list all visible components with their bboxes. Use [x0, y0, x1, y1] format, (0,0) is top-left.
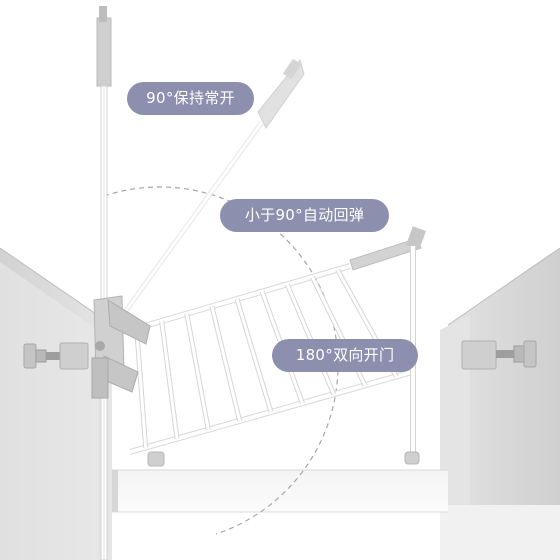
gate-bar-highlight: [210, 305, 242, 422]
label-180-bidirectional: 180°双向开门: [272, 339, 418, 372]
floor: [112, 469, 448, 513]
gate-bar-highlight: [185, 313, 210, 431]
gate-bar-highlight: [160, 320, 179, 439]
label-90-hold-open: 90°保持常开: [127, 82, 254, 115]
gate-intermediate: [109, 58, 305, 332]
pressure-mount-right: [461, 340, 537, 370]
gate-bar-highlight: [235, 298, 273, 413]
wall-left: [0, 247, 113, 560]
gate-bar-highlight: [135, 328, 148, 448]
pressure-mount-left: [23, 342, 89, 370]
hinge-assembly: [91, 295, 151, 399]
wall-right: [440, 247, 560, 560]
label-auto-return: 小于90°自动回弹: [220, 199, 389, 232]
